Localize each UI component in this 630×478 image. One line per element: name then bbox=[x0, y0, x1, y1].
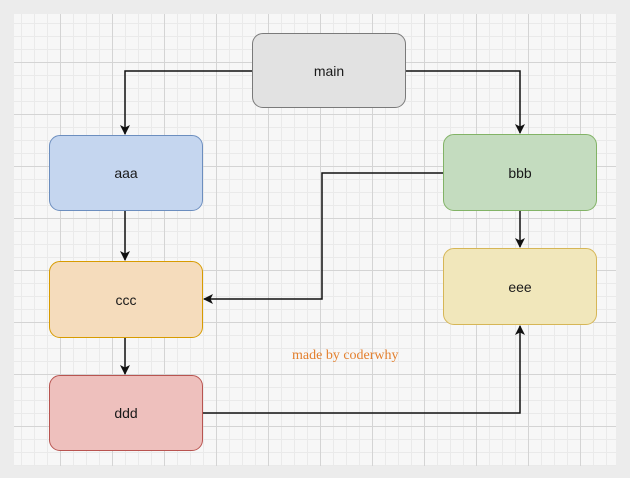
edge-main-to-aaa bbox=[120, 70, 252, 135]
edge-bbb-to-ccc bbox=[203, 172, 443, 304]
node-label-main: main bbox=[313, 62, 345, 79]
node-label-eee: eee bbox=[508, 278, 532, 295]
node-main[interactable]: main bbox=[252, 33, 406, 108]
watermark-text: made by coderwhy bbox=[292, 348, 399, 363]
node-label-ddd: ddd bbox=[114, 405, 138, 421]
edge-ddd-to-eee bbox=[203, 325, 525, 414]
node-label-aaa: aaa bbox=[114, 165, 138, 181]
node-label-ccc: ccc bbox=[115, 291, 137, 308]
node-eee[interactable]: eee bbox=[443, 248, 597, 325]
node-ddd[interactable]: ddd bbox=[49, 375, 203, 451]
node-bbb[interactable]: bbb bbox=[443, 134, 597, 211]
node-ccc[interactable]: ccc bbox=[49, 261, 203, 338]
node-label-bbb: bbb bbox=[508, 164, 532, 181]
node-aaa[interactable]: aaa bbox=[49, 135, 203, 211]
edge-main-to-bbb bbox=[406, 70, 525, 134]
